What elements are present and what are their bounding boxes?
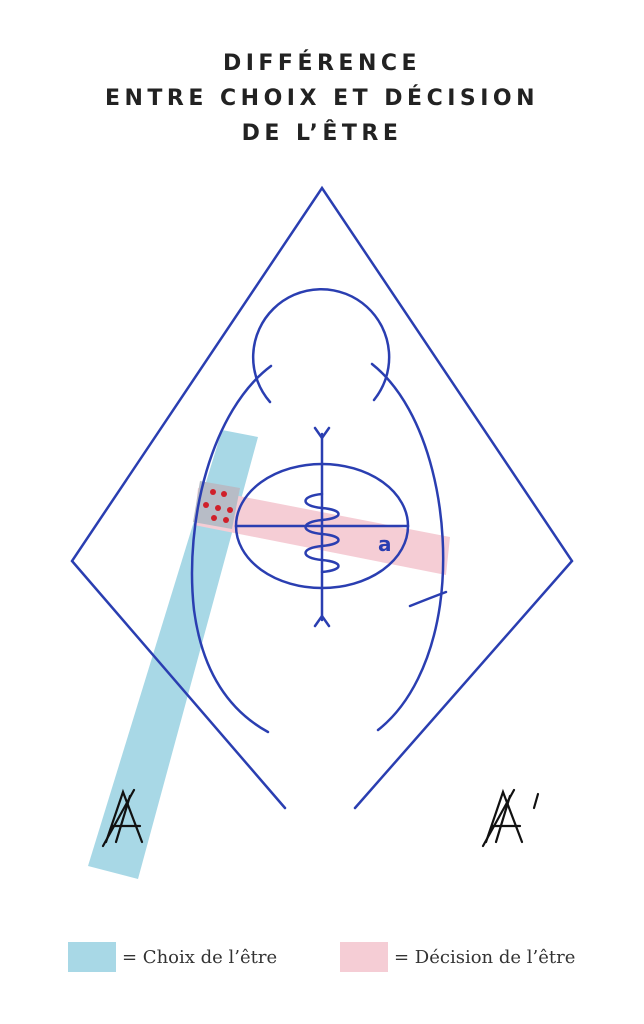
legend-decision-label: = Décision de l’être: [394, 946, 576, 968]
top-arrowhead: [313, 426, 331, 441]
dot: [221, 491, 227, 497]
dot: [223, 517, 229, 523]
legend-choice: = Choix de l’être: [68, 942, 277, 972]
diagram-title: DIFFÉRENCE ENTRE CHOIX ET DÉCISION DE L’…: [0, 46, 644, 151]
dot: [215, 505, 221, 511]
dot: [203, 502, 209, 508]
dot: [211, 515, 217, 521]
legend-decision-swatch: [340, 942, 388, 972]
barred-a-left-icon: [101, 788, 144, 848]
band-overlap: [193, 481, 240, 529]
choice-band: [88, 430, 258, 879]
sine-wave: [304, 492, 340, 574]
title-line-2: ENTRE CHOIX ET DÉCISION: [104, 86, 540, 111]
barred-a-prime-right-icon: [481, 788, 540, 848]
top-arc: [251, 287, 391, 404]
legend-choice-swatch: [68, 942, 116, 972]
dot: [227, 507, 233, 513]
diamond-outline: [70, 185, 574, 810]
left-body-curve: [190, 364, 273, 734]
title-line-3: DE L’ÊTRE: [241, 121, 403, 146]
right-body-curve: [370, 362, 445, 732]
legend-choice-label: = Choix de l’être: [122, 946, 278, 968]
dot: [210, 489, 216, 495]
right-notch: [408, 590, 448, 608]
label-a: a: [378, 532, 392, 556]
bottom-arrowhead: [313, 613, 331, 628]
title-line-1: DIFFÉRENCE: [222, 51, 422, 76]
overlap-dots: [203, 489, 233, 523]
legend-decision: = Décision de l’être: [340, 942, 575, 972]
